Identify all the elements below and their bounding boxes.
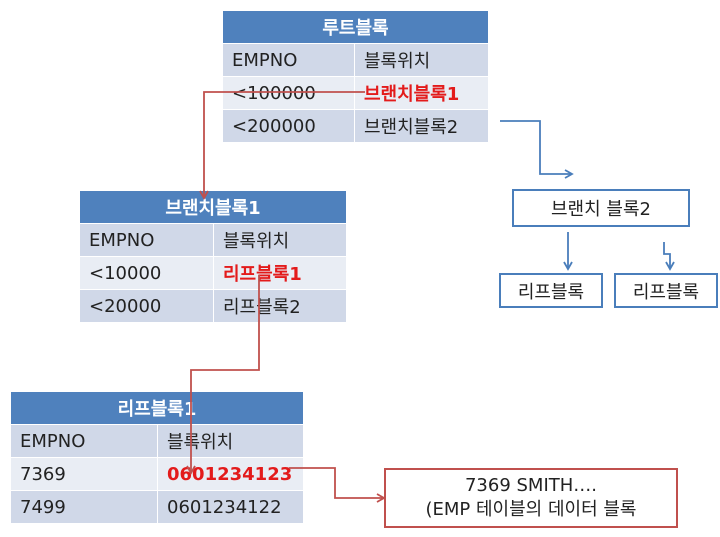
leaf-block1-table: 리프블록1 EMPNO 블록위치 7369 0601234123 7499 06… [10, 391, 304, 524]
branch1-row-key: <20000 [79, 289, 214, 323]
leaf1-header-location: 블록위치 [157, 424, 304, 458]
blue-arrow-root-to-branch2 [500, 120, 574, 179]
root-row-value: 브랜치블록1 [354, 76, 489, 110]
leaf-box-label: 리프블록 [517, 281, 585, 303]
branch-block2-label: 브랜치 블록2 [551, 199, 651, 220]
root-block-table: 루트블록 EMPNO 블록위치 <100000 브랜치블록1 <200000 브… [222, 10, 489, 143]
leaf1-header-empno: EMPNO [10, 424, 158, 458]
branch-block1-table: 브랜치블록1 EMPNO 블록위치 <10000 리프블록1 <20000 리프… [79, 190, 347, 323]
branch1-row-value: 리프블록1 [213, 256, 347, 290]
branch1-row-value: 리프블록2 [213, 289, 347, 323]
leaf-box: 리프블록 [499, 273, 603, 308]
leaf1-row-key: 7499 [10, 490, 158, 524]
blue-arrow-branch2-to-leaf-b [663, 242, 675, 271]
data-block-line2: (EMP 테이블의 데이터 블록 [425, 499, 637, 520]
branch1-row-key: <10000 [79, 256, 214, 290]
data-block-box: 7369 SMITH…. (EMP 테이블의 데이터 블록 [384, 468, 678, 528]
branch1-header-empno: EMPNO [79, 223, 214, 257]
branch-block1-title: 브랜치블록1 [79, 190, 347, 224]
data-block-line1: 7369 SMITH…. [464, 474, 598, 496]
leaf-block1-title: 리프블록1 [10, 391, 304, 425]
root-block-title: 루트블록 [222, 10, 489, 44]
leaf-box: 리프블록 [614, 273, 718, 308]
leaf1-row-key: 7369 [10, 457, 158, 491]
root-row-value: 브랜치블록2 [354, 109, 489, 143]
root-row-key: <100000 [222, 76, 355, 110]
leaf-box-label: 리프블록 [632, 281, 700, 303]
root-header-location: 블록위치 [354, 43, 489, 77]
leaf1-row-value: 0601234122 [157, 490, 304, 524]
leaf1-row-value: 0601234123 [157, 457, 304, 491]
root-row-key: <200000 [222, 109, 355, 143]
branch1-header-location: 블록위치 [213, 223, 347, 257]
root-header-empno: EMPNO [222, 43, 355, 77]
branch-block2-box: 브랜치 블록2 [512, 189, 690, 227]
